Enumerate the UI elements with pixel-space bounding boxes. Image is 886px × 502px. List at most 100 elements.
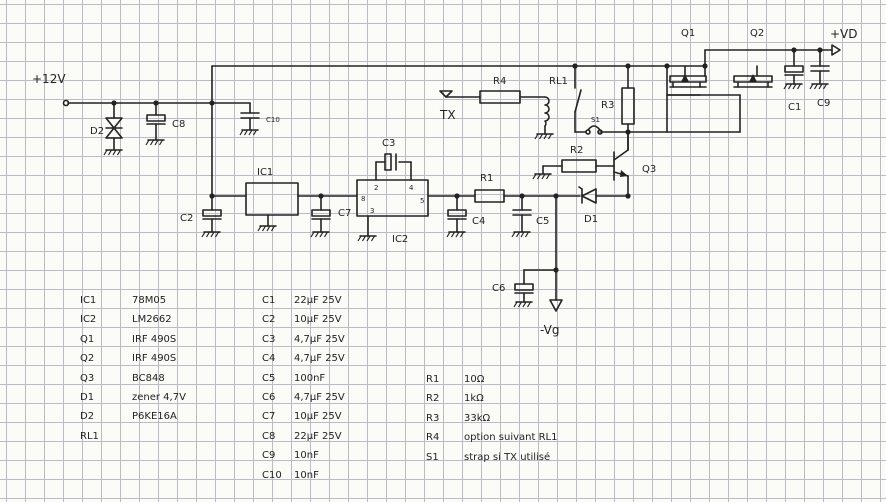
bom-ref: RL1	[80, 430, 99, 442]
r4-label: R4	[493, 76, 506, 87]
s1-strap	[585, 125, 603, 135]
c5-label: C5	[536, 216, 549, 227]
rl1-relay-coil	[534, 96, 554, 140]
bom-value: 4,7µF 25V	[294, 353, 345, 365]
bom-row: C1 22µF 25V	[262, 291, 434, 310]
bom-ref: C9	[262, 450, 276, 462]
c4-label: C4	[472, 216, 485, 227]
c3-label: C3	[382, 138, 395, 149]
c9-capacitor	[809, 65, 830, 90]
bom-ref: C1	[262, 295, 276, 306]
tx-label: TX	[439, 108, 456, 122]
bom-value: 100nF	[294, 372, 326, 384]
bom-row: C4 4,7µF 25V	[262, 349, 434, 368]
vg-label: -Vg	[540, 323, 559, 337]
bom-ref: Q2	[80, 353, 95, 365]
ic2-pin-8: 8	[361, 195, 365, 203]
bom-value: 22µF 25V	[294, 295, 342, 306]
bom-value: BC848	[132, 372, 165, 384]
bom-ref: C6	[262, 392, 276, 404]
c10-capacitor	[239, 102, 260, 136]
ic2-pin-5: 5	[420, 197, 424, 205]
bom-ref: C8	[262, 430, 276, 442]
c10-label: C10	[266, 116, 280, 124]
c6-label: C6	[492, 283, 505, 294]
bom-ref: R1	[426, 374, 440, 385]
q3-label: Q3	[642, 164, 656, 175]
bom-value: LM2662	[132, 314, 172, 326]
c9-label: C9	[817, 98, 830, 109]
bom-value: 78M05	[132, 295, 167, 306]
r4-resistor	[479, 90, 521, 104]
bom-row: IC2 LM2662	[80, 310, 242, 329]
wires	[67, 49, 833, 301]
bom-value: strap si TX utilisé	[464, 451, 551, 463]
bom-ref: IC1	[80, 295, 97, 306]
ic2-pin-4: 4	[409, 184, 414, 192]
bom-ref: D2	[80, 411, 95, 423]
bom-ref: R3	[426, 412, 440, 424]
bom-ref: Q3	[80, 372, 95, 384]
c1-label: C1	[788, 102, 801, 113]
bom-ref: C5	[262, 372, 276, 384]
q1-label: Q1	[681, 28, 695, 39]
ic2-pin-2: 2	[374, 184, 378, 192]
bom-ref: S1	[426, 451, 439, 463]
ic2-label: IC2	[392, 234, 408, 245]
rl1-contact	[574, 89, 582, 113]
c8-label: C8	[172, 119, 185, 130]
bom-ref: IC2	[80, 314, 97, 326]
bom-value: IRF 490S	[132, 353, 177, 365]
bom-value: 10µF 25V	[294, 411, 342, 423]
bom-row: C7 10µF 25V	[262, 407, 434, 426]
bom-ref: C10	[262, 469, 282, 481]
q2-mosfet	[733, 74, 773, 88]
bom-value: zener 4,7V	[132, 392, 186, 404]
vin-label: +12V	[32, 72, 66, 86]
bom-value: 10nF	[294, 450, 319, 462]
bom-value: 10µF 25V	[294, 314, 342, 326]
c6-capacitor	[513, 283, 534, 308]
bom-row: Q2 IRF 490S	[80, 349, 242, 368]
vd-label: +VD	[830, 27, 858, 41]
bom-ref: R4	[426, 432, 440, 444]
d2-label: D2	[90, 126, 104, 137]
bom-value: P6KE16A	[132, 411, 177, 423]
bom-ref: C3	[262, 333, 276, 345]
bom-ref: R2	[426, 393, 440, 405]
bom-ref: C4	[262, 353, 276, 365]
bom-ref: C7	[262, 411, 276, 423]
c5-capacitor	[511, 209, 532, 238]
bom-ref: Q1	[80, 333, 95, 345]
vin-terminal	[62, 99, 70, 107]
c7-capacitor	[310, 209, 331, 238]
r1-label: R1	[480, 173, 493, 184]
ic2-pin-3: 3	[370, 207, 374, 215]
d1-label: D1	[584, 214, 598, 225]
ic1-label: IC1	[257, 167, 273, 178]
bom-value: 4,7µF 25V	[294, 392, 345, 404]
rl1-label: RL1	[549, 76, 568, 87]
bom-row: RL1	[80, 427, 242, 446]
r2-resistor	[532, 159, 597, 180]
d1-zener-diode	[578, 186, 597, 204]
c2-label: C2	[180, 213, 193, 224]
r2-label: R2	[570, 145, 583, 156]
tx-terminal	[439, 90, 453, 98]
q1-mosfet	[666, 74, 707, 96]
bom-value	[132, 427, 242, 446]
c1-capacitor	[783, 65, 804, 90]
junction-dots	[111, 47, 823, 273]
q2-label: Q2	[750, 28, 764, 39]
ic2-charge-pump	[356, 179, 429, 242]
